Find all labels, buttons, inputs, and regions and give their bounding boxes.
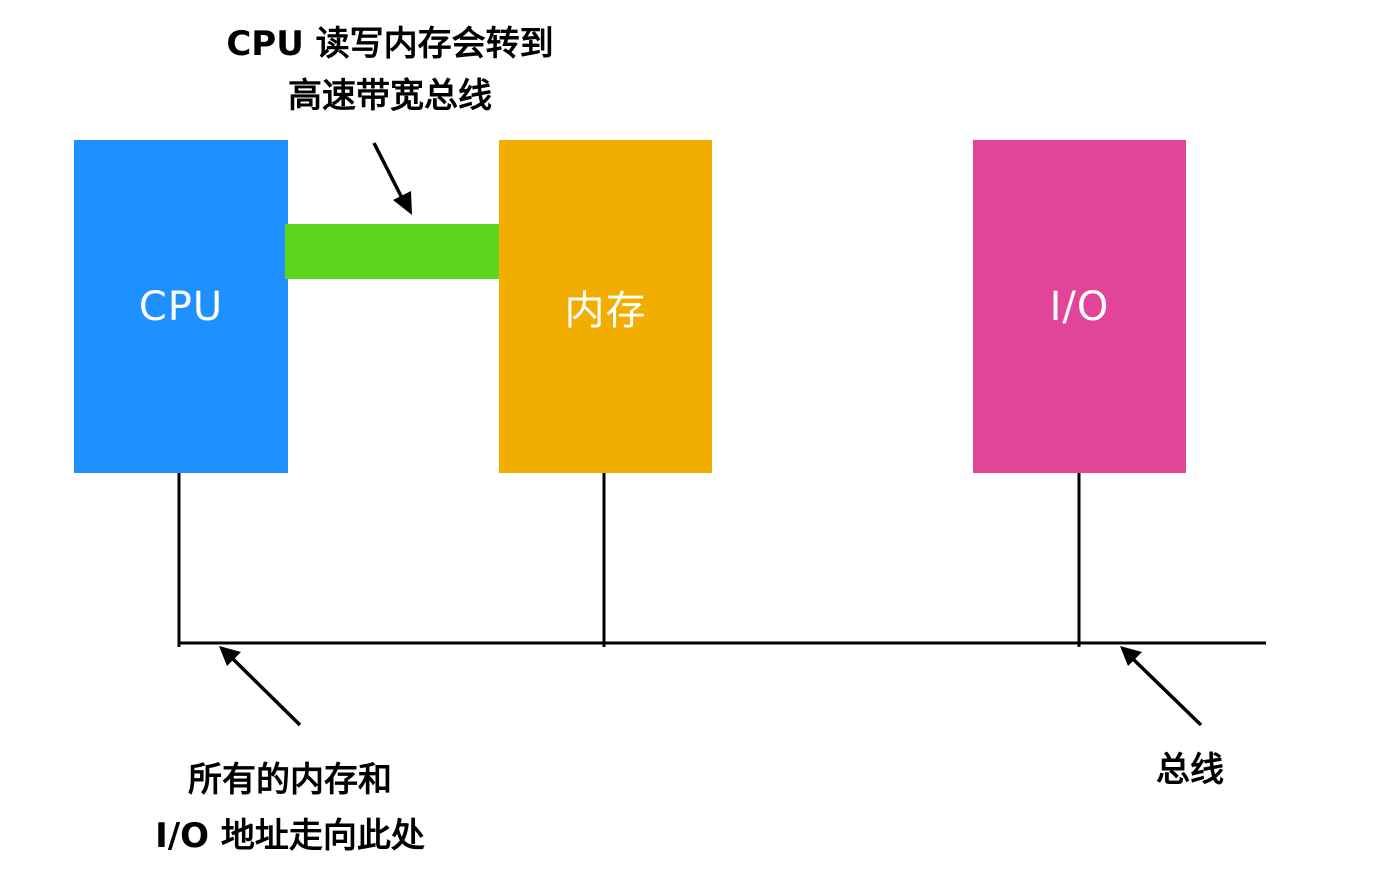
annotation-top: CPU 读写内存会转到 高速带宽总线 xyxy=(190,18,590,122)
annotation-top-line2: 高速带宽总线 xyxy=(288,76,492,116)
io-box: I/O xyxy=(973,140,1186,473)
cpu-label: CPU xyxy=(138,283,224,330)
annotation-bottom-right: 总线 xyxy=(1130,744,1250,796)
arrow-bottom-right-icon xyxy=(1120,646,1203,727)
annotation-bottom-left-line2: I/O 地址走向此处 xyxy=(155,816,425,856)
io-label: I/O xyxy=(1049,283,1110,330)
memory-label: 内存 xyxy=(564,287,647,334)
annotation-bottom-left: 所有的内存和 I/O 地址走向此处 xyxy=(110,752,470,864)
annotation-top-line1: CPU 读写内存会转到 xyxy=(226,24,554,64)
high-speed-bus xyxy=(285,224,499,279)
cpu-box: CPU xyxy=(74,140,288,473)
arrow-bottom-left-icon xyxy=(219,646,302,727)
annotation-bottom-left-line1: 所有的内存和 xyxy=(188,760,392,800)
annotation-bottom-right-line1: 总线 xyxy=(1156,750,1224,790)
memory-box: 内存 xyxy=(499,140,712,473)
arrow-top-icon xyxy=(372,142,412,215)
